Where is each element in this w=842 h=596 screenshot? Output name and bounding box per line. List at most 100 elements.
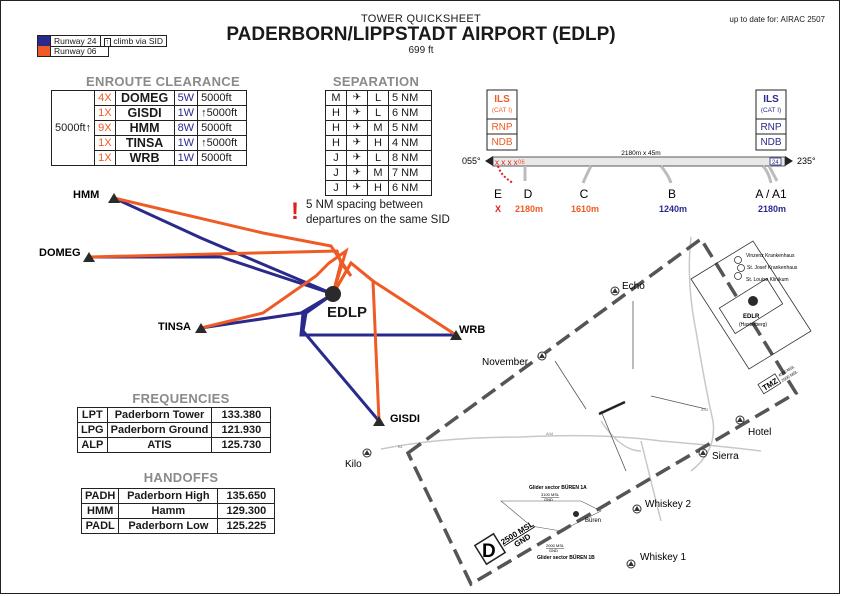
svg-text:1610m: 1610m <box>571 204 599 214</box>
climb-arrow-icon: ↑ <box>201 137 207 149</box>
svg-text:Whiskey 1: Whiskey 1 <box>640 552 687 563</box>
rwy06-swatch <box>37 46 51 57</box>
runway-strip <box>492 156 786 167</box>
roads <box>380 236 762 522</box>
svg-text:1240m: 1240m <box>659 204 687 214</box>
svg-text:NDB: NDB <box>760 137 781 148</box>
vfr-point-november: November <box>482 351 547 368</box>
hospital-label: St. Josef Krankenhaus <box>747 265 798 271</box>
legend-rwy24: Runway 24 <box>51 34 101 47</box>
vfr-reporting-points: Echo November Kilo Hotel Sierra <box>345 281 771 569</box>
fix-triangle-icon <box>450 330 462 340</box>
sid-rwy06: 9X <box>94 120 116 136</box>
sid-rwy06: 4X <box>94 90 116 106</box>
bueren-town-icon <box>573 511 579 517</box>
svg-text:2180m: 2180m <box>515 204 543 214</box>
station-name: Hamm <box>118 503 219 519</box>
vfr-point-whiskey2: Whiskey 2 <box>632 499 692 514</box>
separation-distance: 7 NM <box>388 165 432 181</box>
bueren-label: Büren <box>585 518 601 524</box>
vfr-point-icon <box>628 561 634 566</box>
glider-sector: Glider sector BÜREN 1A 3100 MSL GND Glid… <box>500 484 602 561</box>
legend-rwy06: Runway 06 <box>51 46 109 57</box>
vfr-point-icon <box>634 506 640 511</box>
road-a44-label: A44 <box>546 431 554 436</box>
edlr-sublabel: (Haxterberg) <box>739 322 767 328</box>
climb-arrow-icon: ↑ <box>85 122 92 134</box>
station-name: Paderborn Low <box>118 518 219 534</box>
edlp-label: EDLP <box>327 304 367 321</box>
station-frequency: 133.380 <box>211 407 272 423</box>
svg-text:2180m: 2180m <box>758 204 786 214</box>
vfr-point-icon <box>539 353 545 358</box>
sid-fix: WRB <box>114 150 175 166</box>
edlr-airport-icon <box>748 296 758 306</box>
sid-rwy24: 1W <box>173 105 199 121</box>
map-lines <box>554 301 707 472</box>
fix-triangle-icon <box>108 193 120 203</box>
separation-heading: SEPARATION <box>332 74 420 89</box>
sid-rwy06: 1X <box>94 150 116 166</box>
vfr-point-echo: Echo <box>610 281 645 296</box>
runway-dimensions: 2180m x 45m <box>621 150 660 157</box>
road-a33-label: A33 <box>701 407 709 412</box>
edlp-runway-line <box>598 400 626 416</box>
enroute-altitude: 5000ft↑ <box>50 90 95 166</box>
station-id: LPG <box>77 422 108 438</box>
hospital-icon <box>734 256 742 264</box>
svg-text:2000 MSL: 2000 MSL <box>546 543 565 548</box>
approaches-rwy06: ILS (CAT I) RNP NDB <box>486 89 518 151</box>
taxiways <box>523 165 779 184</box>
separation-distance: 8 NM <box>388 150 432 166</box>
svg-text:ILS: ILS <box>763 94 779 105</box>
vfr-map: A44 A33 B1 EDLR (Haxterberg) TMZ 4500 MS… <box>345 236 812 587</box>
separation-distance: 6 NM <box>388 180 432 196</box>
svg-text:GND: GND <box>549 548 558 553</box>
edlp-airport-icon <box>325 286 341 302</box>
glider-1b-label: Glider sector BÜREN 1B <box>537 554 595 561</box>
svg-text:RNP: RNP <box>491 122 512 133</box>
hospital-label: Vinzenz Krankenhaus <box>746 253 795 259</box>
ctr-class-box: D 2500 MSL GND <box>473 519 535 566</box>
glider-1a-label: Glider sector BÜREN 1A <box>529 484 587 491</box>
svg-text:NDB: NDB <box>491 137 512 148</box>
station-id: HMM <box>80 503 120 519</box>
svg-text:Hotel: Hotel <box>748 427 771 438</box>
handoffs-heading: HANDOFFS <box>143 470 219 485</box>
svg-text:ILS: ILS <box>494 94 510 105</box>
ctr-boundary <box>405 236 799 587</box>
vfr-point-icon <box>612 288 618 293</box>
sid-rwy24: 8W <box>173 120 199 136</box>
svg-text:(CAT I): (CAT I) <box>492 107 512 114</box>
sid-fix: DOMEG <box>114 90 175 106</box>
rwy24-threshold-label: 24 <box>772 160 779 166</box>
sheet-subtitle: TOWER QUICKSHEET <box>360 13 482 25</box>
road-b1-label: B1 <box>398 444 404 449</box>
airac-note: up to date for: AIRAC 2507 <box>729 15 825 24</box>
fix-tinsa: TINSA <box>158 321 207 333</box>
climb-arrow-icon: ↑ <box>201 107 207 119</box>
vfr-point-icon <box>364 450 370 455</box>
edlr-label: EDLR <box>743 314 760 320</box>
vfr-point-icon <box>700 450 706 455</box>
svg-text:GND: GND <box>544 497 553 502</box>
fix-hmm: HMM <box>73 189 120 203</box>
rwy06-sids <box>88 196 457 422</box>
hospital-icon <box>734 272 742 280</box>
vfr-point-whiskey1: Whiskey 1 <box>626 552 687 569</box>
fix-triangle-icon <box>373 416 385 426</box>
svg-text:D: D <box>524 187 533 201</box>
airport-elevation: 699 ft <box>408 45 434 56</box>
